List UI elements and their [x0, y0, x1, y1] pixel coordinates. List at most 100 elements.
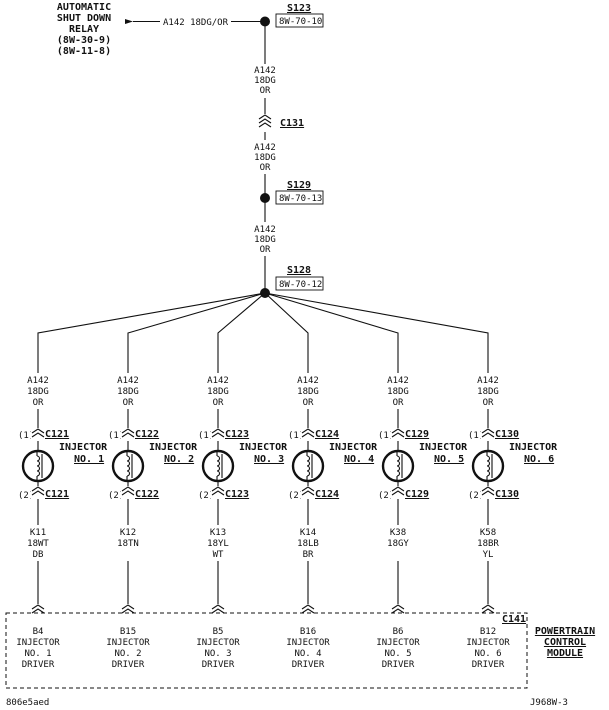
connector-chevron-icon — [391, 604, 405, 617]
connector-chevron-icon — [301, 486, 315, 499]
injector-4-feed-circuit: A142 — [297, 376, 319, 386]
trunk-wire-2-circuit: A142 — [254, 143, 276, 153]
injector-3-feed-circuit: A142 — [207, 376, 229, 386]
injector-2-wire — [127, 292, 266, 614]
injector-6-name: INJECTOR — [509, 442, 558, 453]
connector-chevron-icon — [121, 428, 135, 441]
connector-chevron-icon — [301, 428, 315, 441]
injector-6-pin-top: (1) — [468, 431, 484, 441]
injector-3-pin-top: (1) — [198, 431, 214, 441]
pcm-pin-5-line-1: INJECTOR — [376, 638, 420, 648]
trunk-wire-1-gauge: 18DG — [254, 76, 276, 86]
pcm-label-line-1: POWERTRAIN — [535, 626, 595, 637]
pcm-pin-4-line-3: DRIVER — [292, 660, 325, 670]
connector-chevron-icon — [121, 486, 135, 499]
splice-s129-ref-box — [275, 190, 324, 205]
pcm-pin-6-line-1: INJECTOR — [466, 638, 510, 648]
injector-6-wire — [264, 292, 489, 614]
injector-5-pin-top: (1) — [378, 431, 394, 441]
injector-3-driver-circuit: K13 — [210, 528, 226, 538]
injector-3-wire — [217, 292, 266, 614]
injector-5-number: NO. 5 — [434, 454, 464, 465]
injector-3-driver-color: WT — [213, 550, 224, 560]
pcm-pin-3-line-2: NO. 3 — [204, 649, 231, 659]
trunk-wire-2-color: OR — [260, 163, 271, 173]
injector-3-connector-bottom: C123 — [225, 489, 249, 500]
injector-3-number: NO. 3 — [254, 454, 284, 465]
injector-5-wire — [264, 292, 399, 614]
trunk-wire-1-color: OR — [260, 86, 271, 96]
injector-4-number: NO. 4 — [344, 454, 374, 465]
injector-3-name: INJECTOR — [239, 442, 288, 453]
injector-4-connector-top: C124 — [315, 429, 339, 440]
pcm-pin-6-line-3: DRIVER — [472, 660, 505, 670]
trunk-wire-1-circuit: A142 — [254, 66, 276, 76]
injector-coil-icon — [21, 449, 55, 483]
injector-4-pin-bottom: (2) — [288, 491, 304, 501]
injector-6-connector-bottom: C130 — [495, 489, 519, 500]
connector-chevron-icon — [481, 604, 495, 617]
label-mask — [11, 624, 65, 670]
pcm-module-box — [5, 612, 528, 689]
trunk-wire-3-color: OR — [260, 245, 271, 255]
pcm-pin-3-line-1: INJECTOR — [196, 638, 240, 648]
connector-chevron-icon — [211, 486, 225, 499]
pcm-pin-3-line-3: DRIVER — [202, 660, 235, 670]
injector-6-pin-bottom: (2) — [468, 491, 484, 501]
pcm-pin-5-line-2: NO. 5 — [384, 649, 411, 659]
splice-s128-ref: 8W-70-12 — [279, 280, 322, 290]
splice-s128-ref-box — [275, 276, 324, 291]
footer-code-right: J968W-3 — [530, 698, 568, 708]
label-mask — [293, 525, 323, 561]
injector-5-feed-color: OR — [393, 398, 404, 408]
injector-1-feed-gauge: 18DG — [27, 387, 49, 397]
pcm-pin-5-id: B6 — [393, 627, 404, 637]
injector-5-connector-top: C129 — [405, 429, 429, 440]
injector-1-number: NO. 1 — [74, 454, 104, 465]
injector-6-connector-top: C130 — [495, 429, 519, 440]
pcm-pin-4-id: B16 — [300, 627, 316, 637]
injector-2-driver-gauge: 18TN — [117, 539, 139, 549]
injector-5-connector-bottom: C129 — [405, 489, 429, 500]
pcm-pin-4-line-2: NO. 4 — [294, 649, 321, 659]
injector-2-name: INJECTOR — [149, 442, 198, 453]
injector-5-name: INJECTOR — [419, 442, 468, 453]
connector-chevron-icon — [31, 428, 45, 441]
connector-chevron-icon — [31, 486, 45, 499]
splice-dot-icon — [260, 288, 270, 298]
splice-s129-ref: 8W-70-13 — [279, 194, 322, 204]
pcm-pin-6-line-2: NO. 6 — [474, 649, 501, 659]
pcm-pin-2-line-1: INJECTOR — [106, 638, 150, 648]
injector-6-feed-color: OR — [483, 398, 494, 408]
connector-chevron-icon — [211, 604, 225, 617]
pcm-module-label: POWERTRAIN CONTROL MODULE — [535, 626, 595, 659]
label-mask — [203, 525, 233, 561]
injector-coil-icon — [201, 449, 235, 483]
splice-s129-id: S129 — [287, 180, 311, 191]
injector-2-driver-circuit: K12 — [120, 528, 136, 538]
injector-1-pin-top: (1) — [18, 431, 34, 441]
connector-chevron-icon — [481, 486, 495, 499]
label-mask — [461, 624, 515, 670]
label-mask — [250, 222, 280, 256]
injector-6-feed-circuit: A142 — [477, 376, 499, 386]
asd-relay-line-3: RELAY — [69, 24, 99, 35]
pcm-pin-2-line-2: NO. 2 — [114, 649, 141, 659]
label-mask — [250, 140, 280, 174]
injector-3-pin-bottom: (2) — [198, 491, 214, 501]
trunk-wire-3-circuit: A142 — [254, 225, 276, 235]
injector-4-name: INJECTOR — [329, 442, 378, 453]
pcm-pin-4-line-1: INJECTOR — [286, 638, 330, 648]
splice-s128-id: S128 — [287, 265, 311, 276]
injector-1-wire — [37, 292, 266, 614]
splice-s123-id: S123 — [287, 3, 311, 14]
connector-c131-icon — [258, 114, 272, 132]
injector-5-driver-gauge: 18GY — [387, 539, 409, 549]
injector-4-connector-bottom: C124 — [315, 489, 339, 500]
pcm-pin-6-id: B12 — [480, 627, 496, 637]
